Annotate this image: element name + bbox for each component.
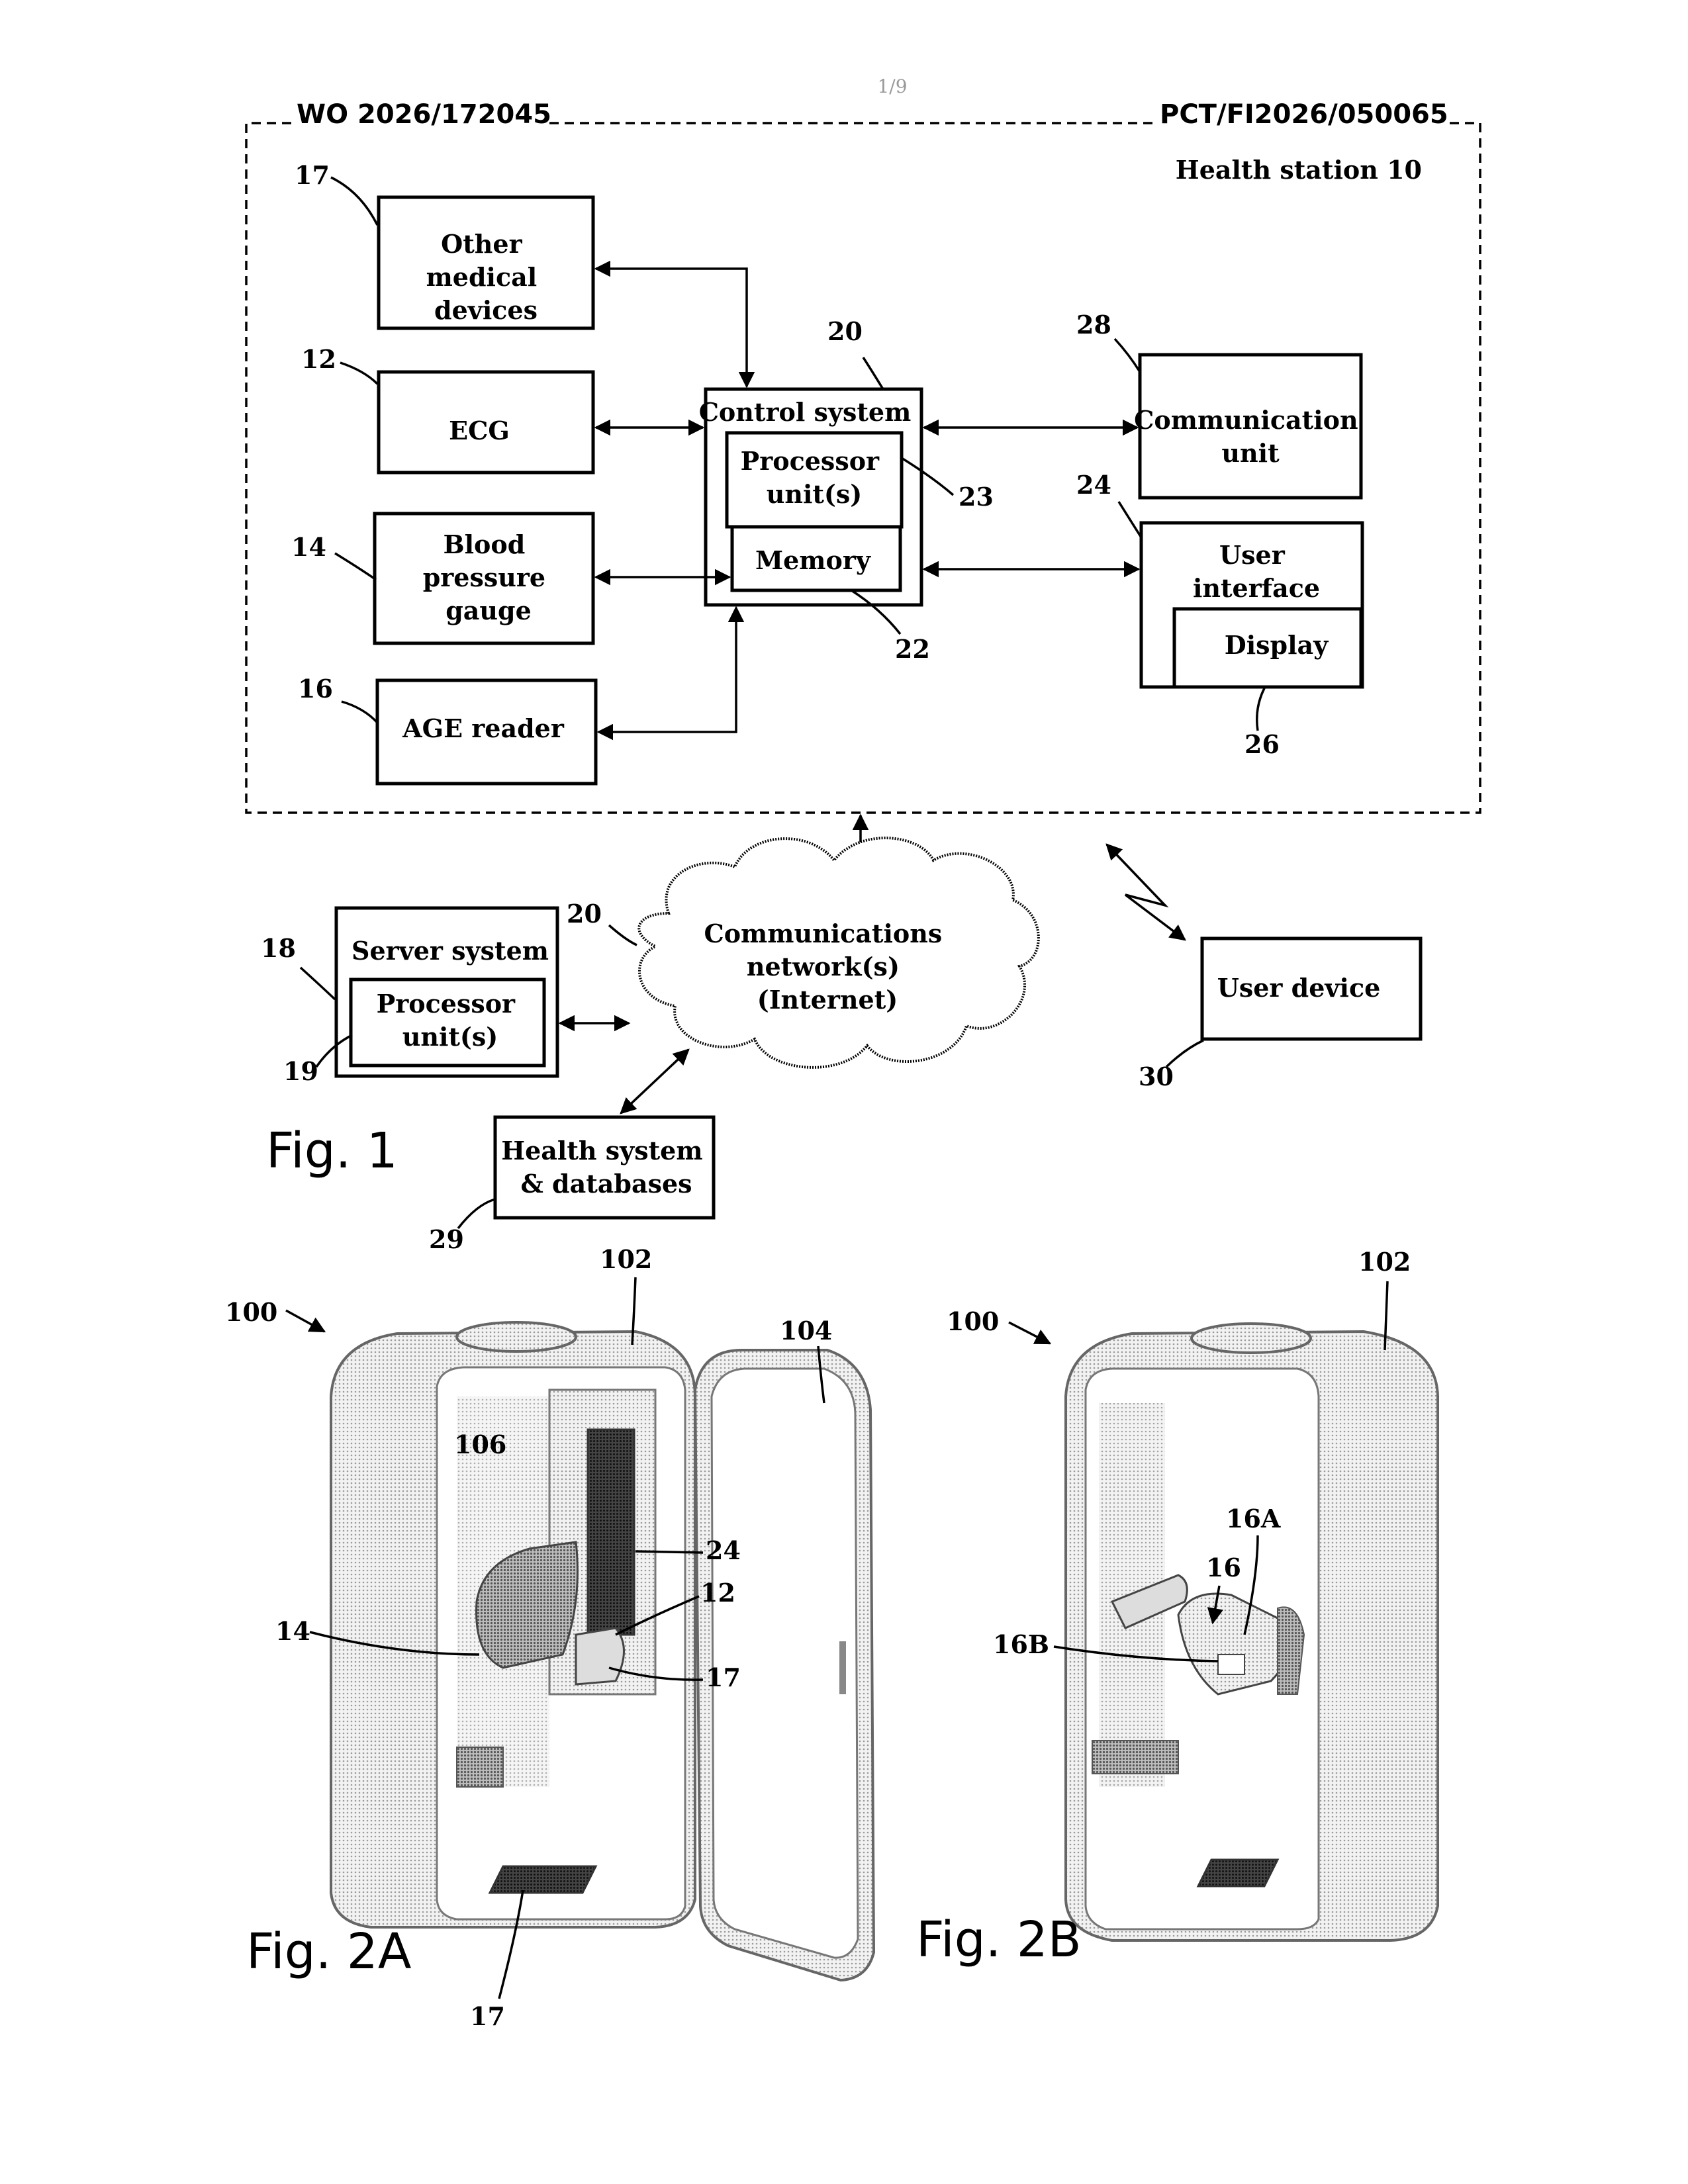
- ref-16-2b: 16: [1206, 1553, 1241, 1582]
- ref-16b: 16B: [993, 1629, 1049, 1659]
- cabinet-top-cap-2b: [1192, 1324, 1311, 1353]
- leader-24-2a: [635, 1551, 703, 1553]
- ref-17: 17: [295, 160, 330, 190]
- memory-label: Memory: [755, 545, 871, 575]
- leader-14: [335, 553, 376, 580]
- application-number: PCT/FI2026/050065: [1160, 99, 1448, 130]
- ref-19: 19: [283, 1056, 318, 1086]
- figure-2a-illustration: 100 102 104 106 24 12 14 17 17 Fig. 2A: [225, 1244, 874, 2031]
- leader-18: [301, 968, 335, 999]
- ref-14: 14: [291, 532, 326, 562]
- age-reader-label: AGE reader: [402, 713, 565, 743]
- health-system-box: [495, 1117, 714, 1218]
- leader-16: [342, 702, 377, 723]
- leader-20-network: [609, 925, 637, 945]
- control-system-label: Control system: [699, 397, 912, 427]
- publication-number: WO 2026/172045: [297, 99, 551, 130]
- cabinet-top-cap: [457, 1322, 576, 1351]
- ref-104: 104: [780, 1316, 832, 1345]
- ref-26: 26: [1244, 729, 1280, 759]
- server-system-label: Server system: [352, 936, 549, 966]
- ref-18: 18: [261, 933, 296, 963]
- ecg-device: [576, 1628, 624, 1684]
- wireless-link: [1107, 844, 1185, 940]
- user-device-label: User device: [1217, 973, 1381, 1003]
- leader-26: [1257, 688, 1264, 731]
- ref-16: 16: [298, 674, 333, 704]
- ref-16a: 16A: [1226, 1504, 1281, 1533]
- leader-17: [331, 177, 377, 225]
- ref-24-ui: 24: [1076, 470, 1111, 500]
- page-number: 1/9: [877, 75, 907, 97]
- floor-device: [490, 1866, 596, 1893]
- ref-14-2a: 14: [275, 1616, 310, 1646]
- interior-bench-2b: [1092, 1741, 1178, 1774]
- connector-other-control: [596, 269, 747, 387]
- ref-20-network: 20: [567, 899, 602, 929]
- other-medical-devices-label: Other medical devices: [426, 229, 546, 325]
- ref-23: 23: [959, 482, 994, 512]
- ecg-label: ECG: [449, 416, 510, 445]
- leader-12: [340, 363, 377, 384]
- ref-12: 12: [301, 344, 336, 374]
- health-station-label: Health station 10: [1176, 155, 1422, 185]
- leader-20-control: [863, 357, 883, 389]
- display-label: Display: [1225, 630, 1329, 660]
- arrow-100-2a: [286, 1310, 324, 1332]
- ref-100-2b: 100: [947, 1306, 999, 1336]
- ref-17-2a-device: 17: [706, 1662, 741, 1692]
- ref-106: 106: [454, 1430, 506, 1459]
- ref-100-2a: 100: [225, 1297, 277, 1327]
- connector-age-control: [598, 608, 736, 732]
- leader-24-ui: [1119, 502, 1141, 537]
- ref-28: 28: [1076, 310, 1111, 340]
- interior-bench: [457, 1747, 503, 1787]
- ref-17-2a-floor: 17: [470, 2001, 505, 2031]
- ref-102-2b: 102: [1358, 1247, 1411, 1277]
- arrow-100-2b: [1009, 1322, 1050, 1343]
- ref-20-control: 20: [827, 316, 863, 346]
- floor-device-2b: [1198, 1860, 1278, 1886]
- ref-12-2a: 12: [700, 1578, 735, 1608]
- connector-health-network: [621, 1050, 688, 1113]
- age-reader-16b-window: [1218, 1655, 1244, 1674]
- leader-30: [1166, 1040, 1203, 1067]
- user-interface-screen: [588, 1430, 634, 1635]
- ref-24-2a: 24: [706, 1535, 741, 1565]
- ref-102-2a: 102: [600, 1244, 652, 1274]
- fig1-caption: Fig. 1: [266, 1122, 398, 1179]
- fig2b-caption: Fig. 2B: [916, 1911, 1082, 1968]
- fig2a-caption: Fig. 2A: [246, 1923, 412, 1980]
- ref-29: 29: [429, 1224, 464, 1254]
- figure-1-block-diagram: Health station 10 Other medical devices …: [246, 123, 1480, 1254]
- door-handle: [839, 1641, 846, 1694]
- figure-2b-illustration: 100 102 16A 16 16B Fig. 2B: [916, 1247, 1438, 1968]
- leader-28: [1115, 339, 1140, 372]
- ref-22: 22: [895, 634, 930, 664]
